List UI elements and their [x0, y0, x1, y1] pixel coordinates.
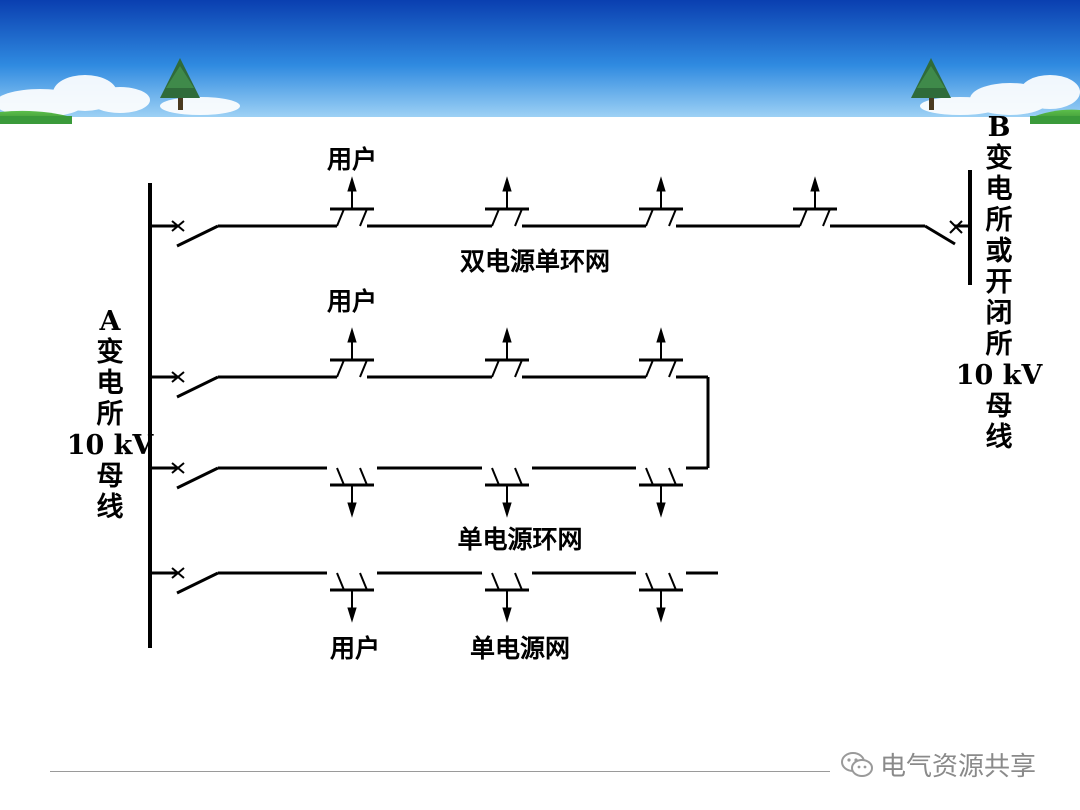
feeder1-tap-arrow — [810, 176, 820, 192]
feeder3-tap-arrow — [656, 502, 666, 518]
feeder1-tap-mark — [822, 208, 831, 227]
feeder4-switch-blade — [176, 571, 219, 595]
feeder2-tap-arrow — [502, 327, 512, 343]
feeder2-tap-mark — [514, 359, 523, 378]
watermark: 电气资源共享 — [840, 746, 1036, 783]
footer-divider — [50, 771, 830, 772]
label-double-source-ring: 双电源单环网 — [460, 247, 610, 276]
left-bus-label: A 变 电 所 10 kV 母 线 — [67, 306, 154, 523]
feeder3-tap-arrow — [347, 502, 357, 518]
feeder4-tap-arrow — [347, 607, 357, 623]
feeder1-end-blade — [924, 224, 956, 246]
left-bus-char: 母 — [96, 461, 124, 492]
feeder3-switch-blade — [176, 466, 219, 490]
tree-left-icon — [160, 58, 200, 110]
feeder4-switch-x — [171, 567, 185, 579]
right-bus-char: 电 — [985, 174, 1013, 205]
left-bus-char: 所 — [96, 399, 124, 430]
label-user-top1: 用户 — [327, 145, 377, 174]
feeder1-tap-mark — [514, 208, 523, 227]
feeder2-switch-blade — [176, 375, 219, 399]
feeder4-tap-mark — [336, 572, 345, 591]
tree-right-icon — [911, 58, 951, 110]
right-bus-char: 10 kV — [955, 360, 1043, 391]
wechat-icon — [841, 751, 873, 777]
feeder2-tap-arrow — [656, 327, 666, 343]
feeder3-tap-mark — [514, 467, 523, 486]
watermark-text: 电气资源共享 — [880, 752, 1037, 782]
feeder3-tap-mark — [491, 467, 500, 486]
right-bus-char: 变 — [985, 143, 1013, 174]
left-bus-char: 线 — [96, 492, 124, 523]
feeder1-tap-arrow — [656, 176, 666, 192]
feeder2-tap-mark — [668, 359, 677, 378]
feeder1-end-x — [949, 220, 963, 234]
right-bus-char: 闭 — [985, 298, 1013, 329]
feeder2-tap-arrow — [347, 327, 357, 343]
feeder4-tap-mark — [668, 572, 677, 591]
right-bus-label: B 变 电 所 或 开 闭 所 10 kV 母 线 — [955, 112, 1043, 453]
feeder1-tap-mark — [645, 208, 654, 227]
label-user-top2: 用户 — [327, 287, 377, 316]
feeder1-tap-mark — [799, 208, 808, 227]
right-bus-char: 母 — [985, 391, 1013, 422]
right-bus-char: 或 — [985, 236, 1013, 267]
label-single-source-net: 单电源网 — [470, 634, 570, 663]
header-banner — [0, 0, 1080, 128]
left-bus-char: 电 — [96, 368, 124, 399]
feeder3-tap-mark — [645, 467, 654, 486]
feeder1-tap-arrow — [502, 176, 512, 192]
feeder4-tap-mark — [359, 572, 368, 591]
label-single-source-ring: 单电源环网 — [457, 525, 582, 554]
feeder4-tap-mark — [514, 572, 523, 591]
feeder2-tap-mark — [491, 359, 500, 378]
feeder1-tap-arrow — [347, 176, 357, 192]
feeder3-switch-x — [171, 462, 185, 474]
right-bus-char: 开 — [985, 267, 1013, 298]
cloud-right — [920, 75, 1080, 115]
left-bus-char: A — [99, 306, 121, 337]
right-bus-char: 线 — [985, 422, 1013, 453]
feeder2-tap-mark — [645, 359, 654, 378]
left-bus-char: 变 — [96, 337, 124, 368]
feeder3-tap-mark — [336, 467, 345, 486]
feeder1-switch-blade — [176, 224, 219, 248]
right-bus-char: 所 — [985, 329, 1013, 360]
label-user-bottom: 用户 — [330, 634, 380, 663]
feeder3-tap-mark — [359, 467, 368, 486]
feeder2-tap-mark — [359, 359, 368, 378]
right-bus-char: B — [987, 112, 1011, 143]
feeder4-tap-arrow — [656, 607, 666, 623]
feeder3-tap-arrow — [502, 502, 512, 518]
feeder1-tap-mark — [336, 208, 345, 227]
feeder1-switch-x — [171, 220, 185, 232]
feeder4-tap-arrow — [502, 607, 512, 623]
feeder1-tap-mark — [359, 208, 368, 227]
feeder1-tap-mark — [491, 208, 500, 227]
feeder4-tap-mark — [645, 572, 654, 591]
feeder1-tap-mark — [668, 208, 677, 227]
left-bus-char: 10 kV — [66, 430, 154, 461]
feeder2-tap-mark — [336, 359, 345, 378]
right-bus-char: 所 — [985, 205, 1013, 236]
feeder2-switch-x — [171, 371, 185, 383]
feeder4-tap-mark — [491, 572, 500, 591]
feeder3-tap-mark — [668, 467, 677, 486]
